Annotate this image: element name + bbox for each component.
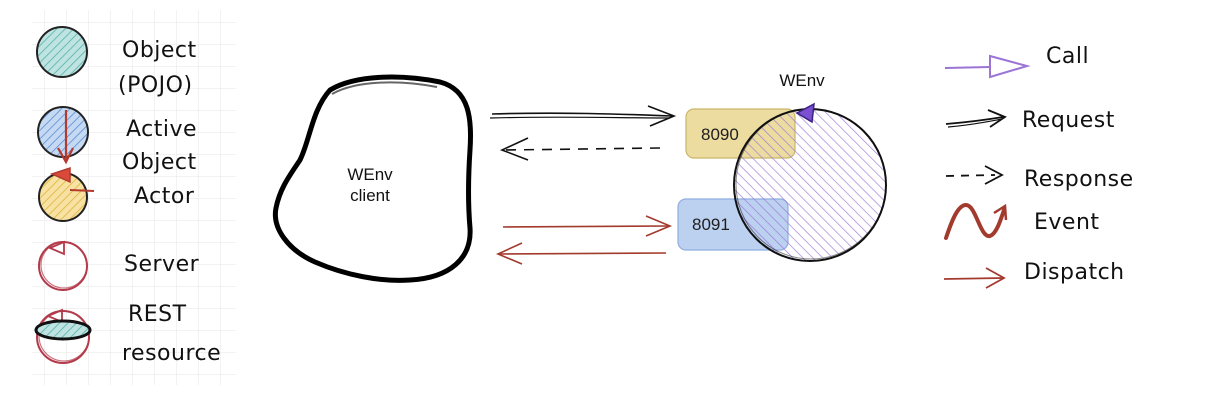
object-label: Object <box>122 38 197 63</box>
active-label: Active <box>126 117 197 142</box>
response-arrow <box>499 137 661 161</box>
request-arrow-icon <box>945 109 1007 128</box>
wenv-actor-circle <box>733 108 887 262</box>
client-label-line2: client <box>350 186 390 205</box>
client-label-line1: WEnv <box>347 165 393 184</box>
response-label: Response <box>1024 167 1134 192</box>
object-label-2: Object <box>122 150 197 175</box>
rest-label: REST <box>128 302 187 327</box>
event-arrow-icon <box>944 202 1008 240</box>
call-label: Call <box>1046 44 1089 69</box>
dispatch-arrow-to-server <box>502 215 673 237</box>
dispatch-arrow-to-client <box>496 242 667 265</box>
event-label: Event <box>1034 210 1100 235</box>
pojo-label: (POJO) <box>118 73 193 98</box>
call-arrow-icon <box>944 54 1031 79</box>
request-label: Request <box>1022 108 1115 133</box>
dispatch-arrow-icon <box>943 267 1006 289</box>
actor-icon <box>38 166 95 222</box>
wenv-label: WEnv <box>779 71 825 90</box>
port-8090-label: 8090 <box>701 125 739 144</box>
resource-label: resource <box>122 341 221 366</box>
actor-label: Actor <box>134 184 195 209</box>
dispatch-label: Dispatch <box>1024 260 1125 285</box>
object-icon <box>36 26 88 78</box>
request-arrow <box>489 105 677 127</box>
wenv-actor-marker <box>795 102 815 124</box>
wenv-client-shape <box>272 74 474 283</box>
server-icon <box>38 240 88 291</box>
rest-resource-icon <box>34 308 92 364</box>
active-object-icon <box>37 106 89 165</box>
port-8091-label: 8091 <box>692 215 730 234</box>
response-arrow-icon <box>945 165 1004 185</box>
server-label: Server <box>124 252 200 277</box>
